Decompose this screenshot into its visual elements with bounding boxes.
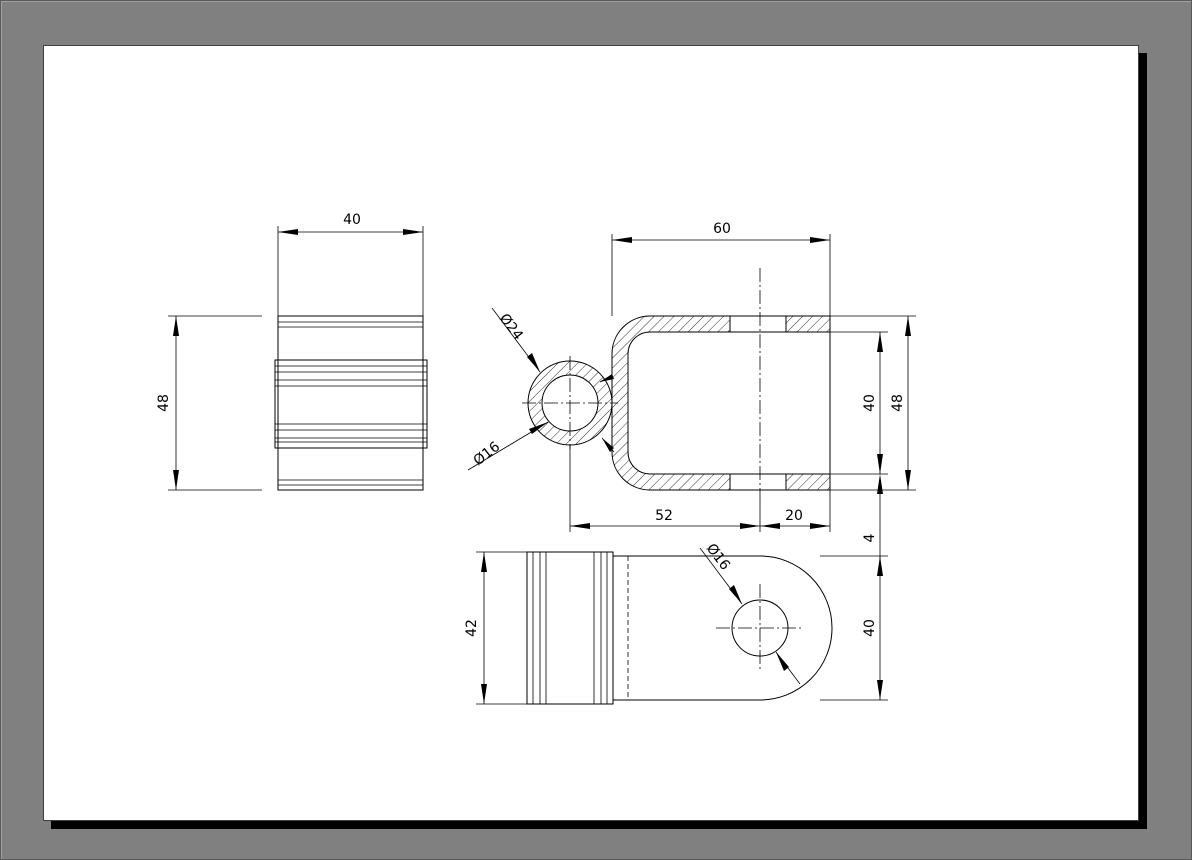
dim-plan-boss-length: 42 bbox=[464, 619, 480, 637]
dim-inner-height: 40 bbox=[862, 394, 878, 412]
side-view: 40 48 bbox=[156, 212, 428, 491]
dim-top-length: 60 bbox=[713, 221, 731, 237]
dim-center-to-end: 20 bbox=[785, 508, 803, 524]
plan-view: 42 40 Ø16 bbox=[464, 541, 888, 705]
dim-thickness: 4 bbox=[862, 533, 878, 542]
dim-side-width: 40 bbox=[343, 212, 361, 228]
dim-boss-outer-diameter: Ø24 bbox=[496, 311, 526, 344]
side-view-boss bbox=[274, 359, 428, 449]
dim-boss-inner-diameter: Ø16 bbox=[471, 439, 504, 469]
dim-side-height: 48 bbox=[156, 394, 172, 412]
dim-plan-width: 40 bbox=[862, 619, 878, 637]
front-section-view: 60 40 48 4 52 20 Ø24 bbox=[467, 221, 916, 572]
side-view-body bbox=[277, 315, 424, 491]
plan-view-plate bbox=[613, 555, 833, 701]
plan-view-boss bbox=[526, 551, 614, 705]
dim-base-to-center: 52 bbox=[655, 508, 673, 524]
dim-outer-height: 48 bbox=[890, 394, 906, 412]
